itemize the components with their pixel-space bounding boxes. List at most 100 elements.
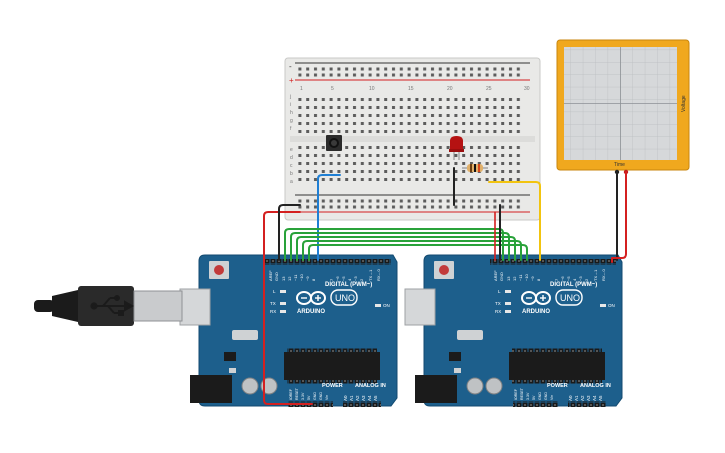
row-letter: d [290, 155, 293, 161]
chip-socket-top [512, 348, 602, 352]
pin-label: A3 [586, 395, 591, 401]
pin-label: AREF [268, 270, 273, 281]
top-power-rail: - + [289, 62, 530, 85]
l-led-label: L [498, 289, 501, 294]
center-channel [290, 136, 535, 142]
atmega-chip [284, 352, 380, 380]
pin-label: A1 [574, 395, 579, 401]
pin-label: 3.3V [526, 392, 530, 400]
reset-button-cap [439, 265, 449, 275]
l-led-label: L [273, 289, 276, 294]
usb-symbol-icon [90, 295, 135, 316]
oscilloscope[interactable]: Time Voltage [556, 39, 690, 175]
power-pin-labels: IOREF RESET 3.3V 5V GND GND Vin [289, 387, 329, 400]
usb-port [404, 288, 436, 326]
row-letter: b [290, 171, 293, 177]
pin-label: ~10 [524, 273, 529, 281]
wire-green-5[interactable] [308, 244, 528, 261]
analog-label: ANALOG IN [580, 383, 611, 389]
wires[interactable] [263, 167, 627, 405]
capacitor [241, 377, 259, 395]
pin-label: 12 [512, 276, 517, 281]
smd-part [229, 368, 236, 373]
chip-socket-bottom [512, 380, 602, 384]
pin-label: ~6 [335, 276, 340, 281]
digital-label: DIGITAL (PWM~) [550, 282, 597, 288]
pin-label: Vin [550, 395, 554, 400]
terminal-block-top: j i h g f [289, 93, 524, 133]
row-letter: h [290, 110, 293, 116]
wire-green-3[interactable] [296, 236, 516, 261]
crystal [457, 330, 483, 340]
pin-label: A4 [592, 395, 597, 401]
analog-pin-labels: A0 A1 A2 A3 A4 A5 [568, 395, 603, 401]
analog-pin-labels: A0 A1 A2 A3 A4 A5 [343, 395, 378, 401]
pin-label: 2 [359, 278, 364, 281]
reset-button-cap [214, 265, 224, 275]
status-leds: L TX RX [495, 289, 511, 314]
arduino-uno-2[interactable]: DIGITAL (PWM~) AREF GND 13 12 ~11 ~10 ~9… [404, 254, 623, 407]
regulator [449, 352, 461, 361]
pin-label: GND [538, 392, 542, 400]
pin-label: 2 [584, 278, 589, 281]
wire-blue-button[interactable] [317, 174, 341, 261]
red-led[interactable] [449, 136, 464, 160]
breadboard[interactable]: - + 1 5 10 15 20 25 30 j i h g f [284, 57, 541, 221]
power-jack [415, 375, 457, 403]
pin-label: GND [274, 272, 279, 281]
arduino-uno-1[interactable]: DIGITAL (PWM~) AREF GND 13 12 ~11 ~10 ~9… [179, 254, 398, 407]
wire-scope-red[interactable] [611, 171, 627, 263]
pin-label: 4 [347, 278, 352, 281]
wire-black-gnd[interactable] [278, 204, 301, 261]
column-number: 1 [300, 86, 303, 92]
wire-green-1[interactable] [284, 228, 504, 261]
pin-label: 8 [311, 278, 316, 281]
wire-green-4[interactable] [302, 240, 522, 261]
tx-led-label: TX [495, 301, 501, 306]
wire-red-5v[interactable] [263, 211, 313, 405]
column-number: 25 [486, 86, 492, 92]
digital-pin-header[interactable] [490, 259, 616, 265]
pin-label: ~9 [530, 276, 535, 281]
pin-label: RX←0 [376, 268, 381, 281]
row-letter: j [289, 94, 291, 100]
pin-label: AREF [493, 270, 498, 281]
pin-label: Vin [325, 395, 329, 400]
pin-label: RESET [520, 387, 524, 400]
pin-label: GND [499, 272, 504, 281]
wire-yellow-led[interactable] [488, 181, 541, 261]
row-letter: c [290, 163, 293, 169]
pin-label: A5 [598, 395, 603, 401]
digital-pin-header[interactable] [265, 259, 391, 265]
usb-port [179, 288, 211, 326]
column-numbers-top: 1 5 10 15 20 25 30 [300, 86, 530, 92]
wire-green-2[interactable] [290, 232, 510, 261]
pin-label: ~11 [518, 274, 523, 281]
pushbutton[interactable] [326, 135, 342, 151]
status-leds: L TX RX [270, 289, 286, 314]
tx-led-label: TX [270, 301, 276, 306]
usb-cable[interactable] [34, 286, 183, 326]
pin-label: GND [319, 392, 323, 400]
analog-pin-header[interactable] [343, 401, 381, 407]
analog-label: ANALOG IN [355, 383, 386, 389]
pin-label: 3.3V [301, 392, 305, 400]
pin-label: ~10 [299, 273, 304, 281]
resistor[interactable] [462, 164, 488, 172]
pin-label: TX→1 [593, 269, 598, 281]
column-number: 10 [369, 86, 375, 92]
analog-pin-header[interactable] [568, 401, 606, 407]
pin-label: ~11 [293, 274, 298, 281]
row-letter: g [290, 118, 293, 124]
power-label: POWER [547, 383, 568, 389]
pin-label: RESET [295, 387, 299, 400]
pin-label: A3 [361, 395, 366, 401]
row-letter: a [290, 179, 293, 185]
pin-label: A4 [367, 395, 372, 401]
row-letter: f [290, 126, 292, 132]
power-pin-header[interactable] [513, 401, 558, 407]
power-label: POWER [322, 383, 343, 389]
pin-label: A0 [568, 395, 573, 401]
chip-socket-bottom [287, 380, 377, 384]
